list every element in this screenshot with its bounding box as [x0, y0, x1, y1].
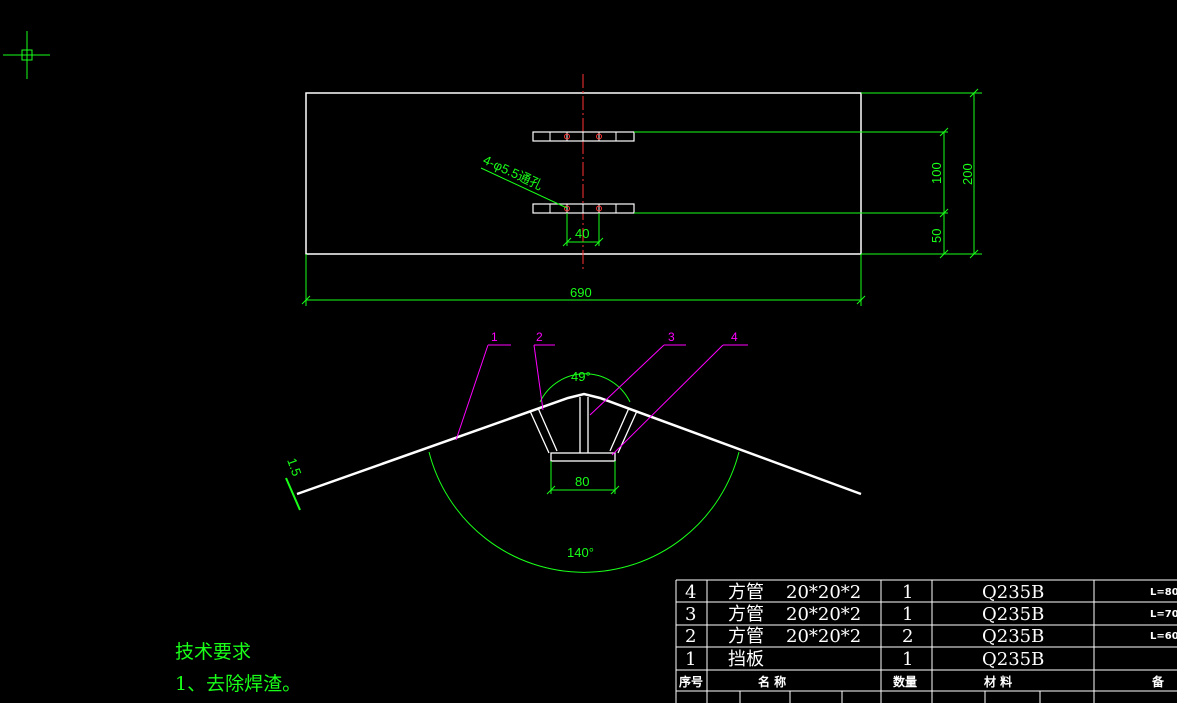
bom-header-material: 材 料	[983, 674, 1012, 689]
bom-remark: L=60	[1150, 631, 1177, 642]
bom-name: 方管	[728, 626, 764, 647]
dim-width-690: 690	[570, 285, 592, 300]
section-view: 49° 140° 80 1.5 1 2 3 4	[284, 330, 862, 573]
technical-notes: 技术要求 1、去除焊渣。	[175, 641, 301, 695]
bom-row: 3 方管 20*20*2 1 Q235B L=70	[685, 604, 1177, 625]
bom-remark: L=70	[1150, 609, 1177, 620]
bom-header-no: 序号	[679, 674, 703, 689]
bom-material: Q235B	[982, 626, 1044, 647]
bom-qty: 1	[902, 582, 913, 603]
bom-row: 1 挡板 1 Q235B	[685, 649, 1044, 670]
plan-dimension-lines	[301, 88, 982, 306]
notes-title: 技术要求	[175, 641, 251, 663]
crosshair-cursor-icon	[3, 31, 50, 79]
bom-qty: 1	[902, 604, 913, 625]
section-dimension-lines	[285, 373, 740, 573]
bom-name: 方管	[728, 582, 764, 603]
bom-header-qty: 数量	[893, 674, 917, 689]
dim-hole-spacing-40: 40	[575, 226, 589, 241]
bom-material: Q235B	[982, 649, 1044, 670]
bom-name: 挡板	[728, 649, 764, 670]
leader-3: 3	[668, 330, 675, 344]
dim-spacing-100: 100	[929, 162, 944, 184]
dim-plate-angle: 140°	[567, 545, 594, 560]
bom-spec: 20*20*2	[786, 582, 861, 603]
leader-2: 2	[536, 330, 543, 344]
bom-remark: L=80	[1150, 587, 1177, 598]
bom-row: 2 方管 20*20*2 2 Q235B L=60	[685, 626, 1177, 647]
leader-4: 4	[731, 330, 738, 344]
bom-material: Q235B	[982, 604, 1044, 625]
lower-tube	[532, 203, 635, 214]
bom-header-name: 名 称	[758, 674, 786, 689]
dim-thickness: 1.5	[284, 456, 304, 478]
bent-plate	[296, 392, 862, 496]
notes-item-1: 1、去除焊渣。	[175, 673, 301, 695]
bom-name: 方管	[728, 604, 764, 625]
dim-base-width: 80	[575, 474, 589, 489]
bom-table: 4 方管 20*20*2 1 Q235B L=80 3 方管 20*20*2 1…	[675, 579, 1177, 703]
bom-spec: 20*20*2	[786, 604, 861, 625]
leader-1: 1	[491, 330, 498, 344]
dim-height-200: 200	[960, 163, 975, 185]
dim-offset-50: 50	[929, 229, 944, 243]
bom-qty: 2	[902, 626, 913, 647]
dim-apex-angle: 49°	[571, 369, 591, 384]
bom-qty: 1	[902, 649, 913, 670]
bom-header: 序号 名 称 数量 材 料 备	[679, 674, 1165, 689]
bom-no: 1	[685, 649, 696, 670]
plan-view: 690 200 100 50 40 4-φ5.5通孔	[301, 74, 982, 306]
upper-tube	[532, 131, 635, 142]
bom-no: 3	[685, 604, 696, 625]
bom-header-remark: 备	[1151, 674, 1165, 689]
part-leaders	[455, 344, 748, 456]
bom-no: 4	[685, 582, 696, 603]
bom-no: 2	[685, 626, 696, 647]
bom-spec: 20*20*2	[786, 626, 861, 647]
bom-material: Q235B	[982, 582, 1044, 603]
bom-row: 4 方管 20*20*2 1 Q235B L=80	[685, 582, 1177, 603]
